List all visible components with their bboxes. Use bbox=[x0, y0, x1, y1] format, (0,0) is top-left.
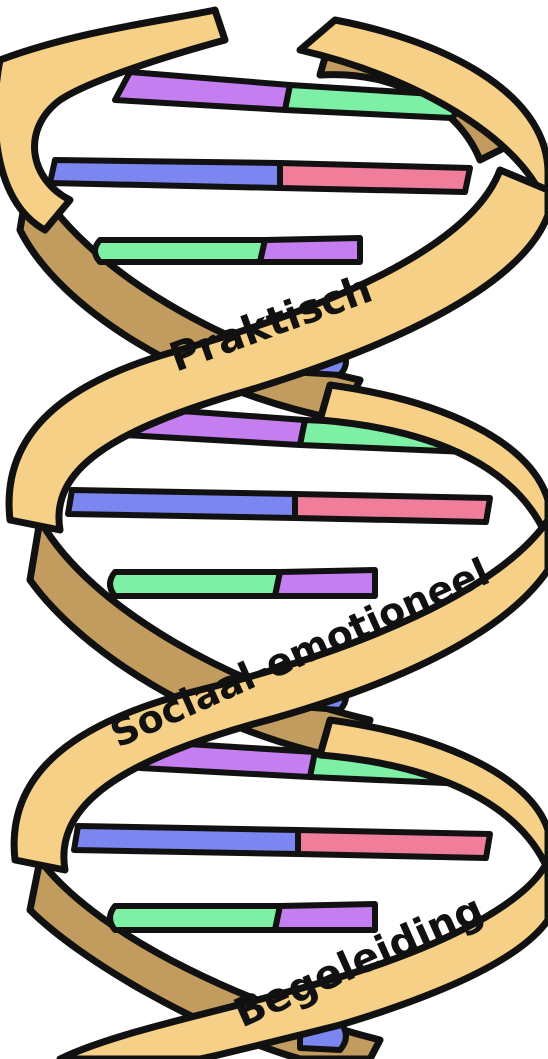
base-blue bbox=[68, 490, 295, 518]
base-purple bbox=[115, 72, 290, 110]
base-purple bbox=[275, 570, 375, 596]
base-purple bbox=[275, 904, 375, 930]
base-green bbox=[110, 906, 280, 930]
base-green bbox=[110, 572, 280, 596]
base-purple bbox=[260, 238, 360, 262]
base-pink bbox=[295, 494, 490, 522]
base-green bbox=[95, 240, 265, 262]
base-blue bbox=[74, 826, 298, 854]
base-pink bbox=[298, 830, 490, 858]
base-pairs bbox=[50, 72, 490, 1050]
base-pink bbox=[280, 163, 470, 192]
base-blue bbox=[50, 160, 280, 188]
